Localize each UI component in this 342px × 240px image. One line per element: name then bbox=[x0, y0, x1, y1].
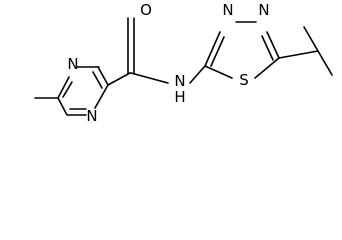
atom-pyrazine-nitrogen-bottom: N bbox=[86, 107, 97, 125]
bond-carbonyl-to-N bbox=[130, 72, 169, 84]
bond-pyr-3 bbox=[94, 84, 109, 109]
bond-N-to-thiadiazole bbox=[189, 65, 206, 84]
atom-sulfur: S bbox=[239, 71, 249, 89]
atom-amide-hydrogen: H bbox=[174, 88, 185, 106]
bond-pyr-5 bbox=[57, 97, 68, 116]
thiadiazole-ring bbox=[204, 21, 280, 79]
bond-thd-3-double bbox=[261, 35, 274, 61]
bond-isopropyl-down bbox=[317, 50, 333, 76]
bond-thd-1 bbox=[204, 31, 221, 67]
atom-thiadiazole-nitrogen-right: N bbox=[258, 1, 269, 19]
bond-thd-1-double bbox=[210, 36, 225, 67]
atom-oxygen: O bbox=[140, 1, 152, 19]
bond-pyr-2 bbox=[97, 66, 109, 86]
atom-amide-nitrogen: N bbox=[174, 72, 185, 90]
bond-pyr-6 bbox=[57, 76, 70, 99]
molecule-structure-diagram: O N N N H N N S bbox=[34, 1, 333, 125]
bond-thd-5 bbox=[204, 65, 233, 79]
pyrazine-ring bbox=[57, 66, 109, 116]
bond-pyr-6-double bbox=[62, 81, 73, 98]
bond-thd-4 bbox=[254, 57, 280, 79]
atom-thiadiazole-nitrogen-left: N bbox=[222, 1, 233, 19]
amide-group bbox=[107, 17, 206, 86]
bond-pyr-2-double bbox=[92, 71, 103, 89]
bond-ring-to-carbonyl bbox=[107, 72, 131, 86]
bond-ring-to-isopropyl bbox=[278, 50, 319, 59]
bond-isopropyl-up bbox=[303, 26, 319, 52]
isopropyl-group bbox=[278, 26, 333, 76]
atom-pyrazine-nitrogen-top: N bbox=[67, 55, 78, 73]
skeletal-formula: O N N N H N N S bbox=[34, 1, 333, 125]
bond-thd-3 bbox=[266, 31, 280, 59]
